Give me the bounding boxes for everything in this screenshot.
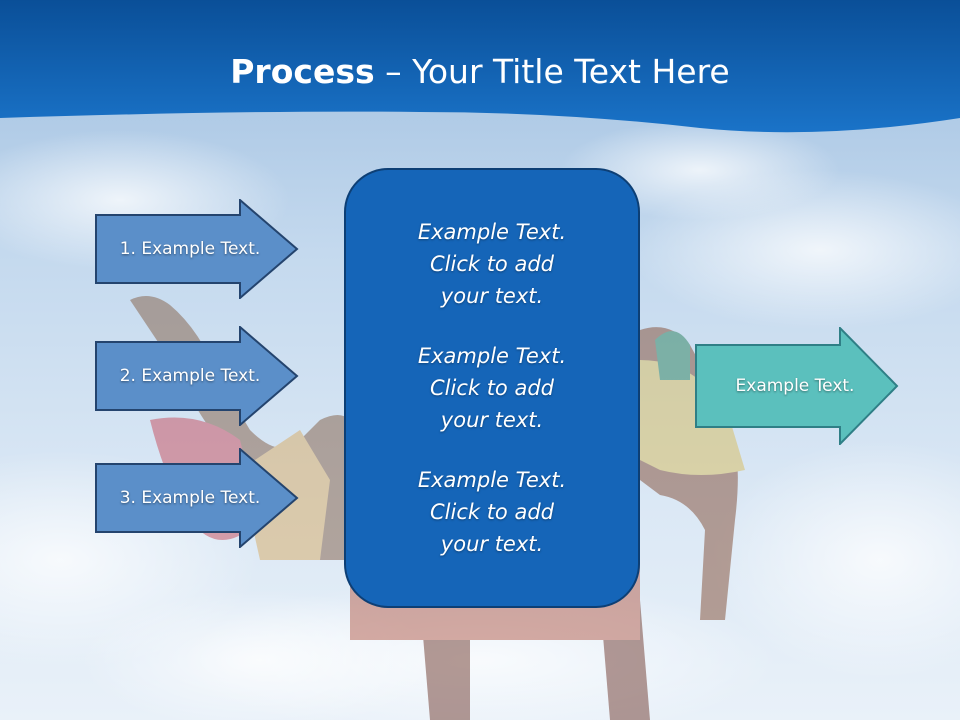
result-arrow[interactable]: Example Text. — [695, 327, 900, 445]
title-bold: Process — [230, 52, 375, 91]
center-text-box[interactable]: Example Text. Click to add your text. Ex… — [344, 168, 640, 608]
center-paragraph-line: Example Text. — [417, 468, 567, 492]
center-paragraph-3: Example Text. Click to add your text. — [418, 464, 566, 560]
right-arrow-icon — [95, 448, 299, 548]
result-arrow-label: Example Text. — [735, 376, 855, 396]
right-arrow-icon — [695, 327, 899, 445]
process-arrow-1[interactable]: 1. Example Text. — [95, 199, 300, 299]
center-paragraph-line: Example Text. — [417, 220, 567, 244]
title-rest: – Your Title Text Here — [374, 52, 730, 91]
process-arrow-3[interactable]: 3. Example Text. — [95, 448, 300, 548]
right-arrow-icon — [95, 199, 299, 299]
center-paragraph-line: Example Text. — [417, 344, 567, 368]
process-arrow-2[interactable]: 2. Example Text. — [95, 326, 300, 426]
header-band — [0, 0, 960, 133]
center-paragraph-line: Click to add — [429, 252, 554, 276]
process-arrow-1-label: 1. Example Text. — [119, 239, 261, 259]
process-arrow-3-label: 3. Example Text. — [119, 488, 261, 508]
center-paragraph-line: Click to add — [429, 500, 554, 524]
slide-title: Process – Your Title Text Here — [0, 52, 960, 91]
center-paragraph-2: Example Text. Click to add your text. — [418, 340, 566, 436]
center-paragraph-line: your text. — [440, 532, 544, 556]
center-paragraph-line: your text. — [440, 408, 544, 432]
center-paragraph-line: your text. — [440, 284, 544, 308]
center-paragraph-1: Example Text. Click to add your text. — [418, 216, 566, 312]
process-arrow-2-label: 2. Example Text. — [119, 366, 261, 386]
right-arrow-icon — [95, 326, 299, 426]
center-paragraph-line: Click to add — [429, 376, 554, 400]
